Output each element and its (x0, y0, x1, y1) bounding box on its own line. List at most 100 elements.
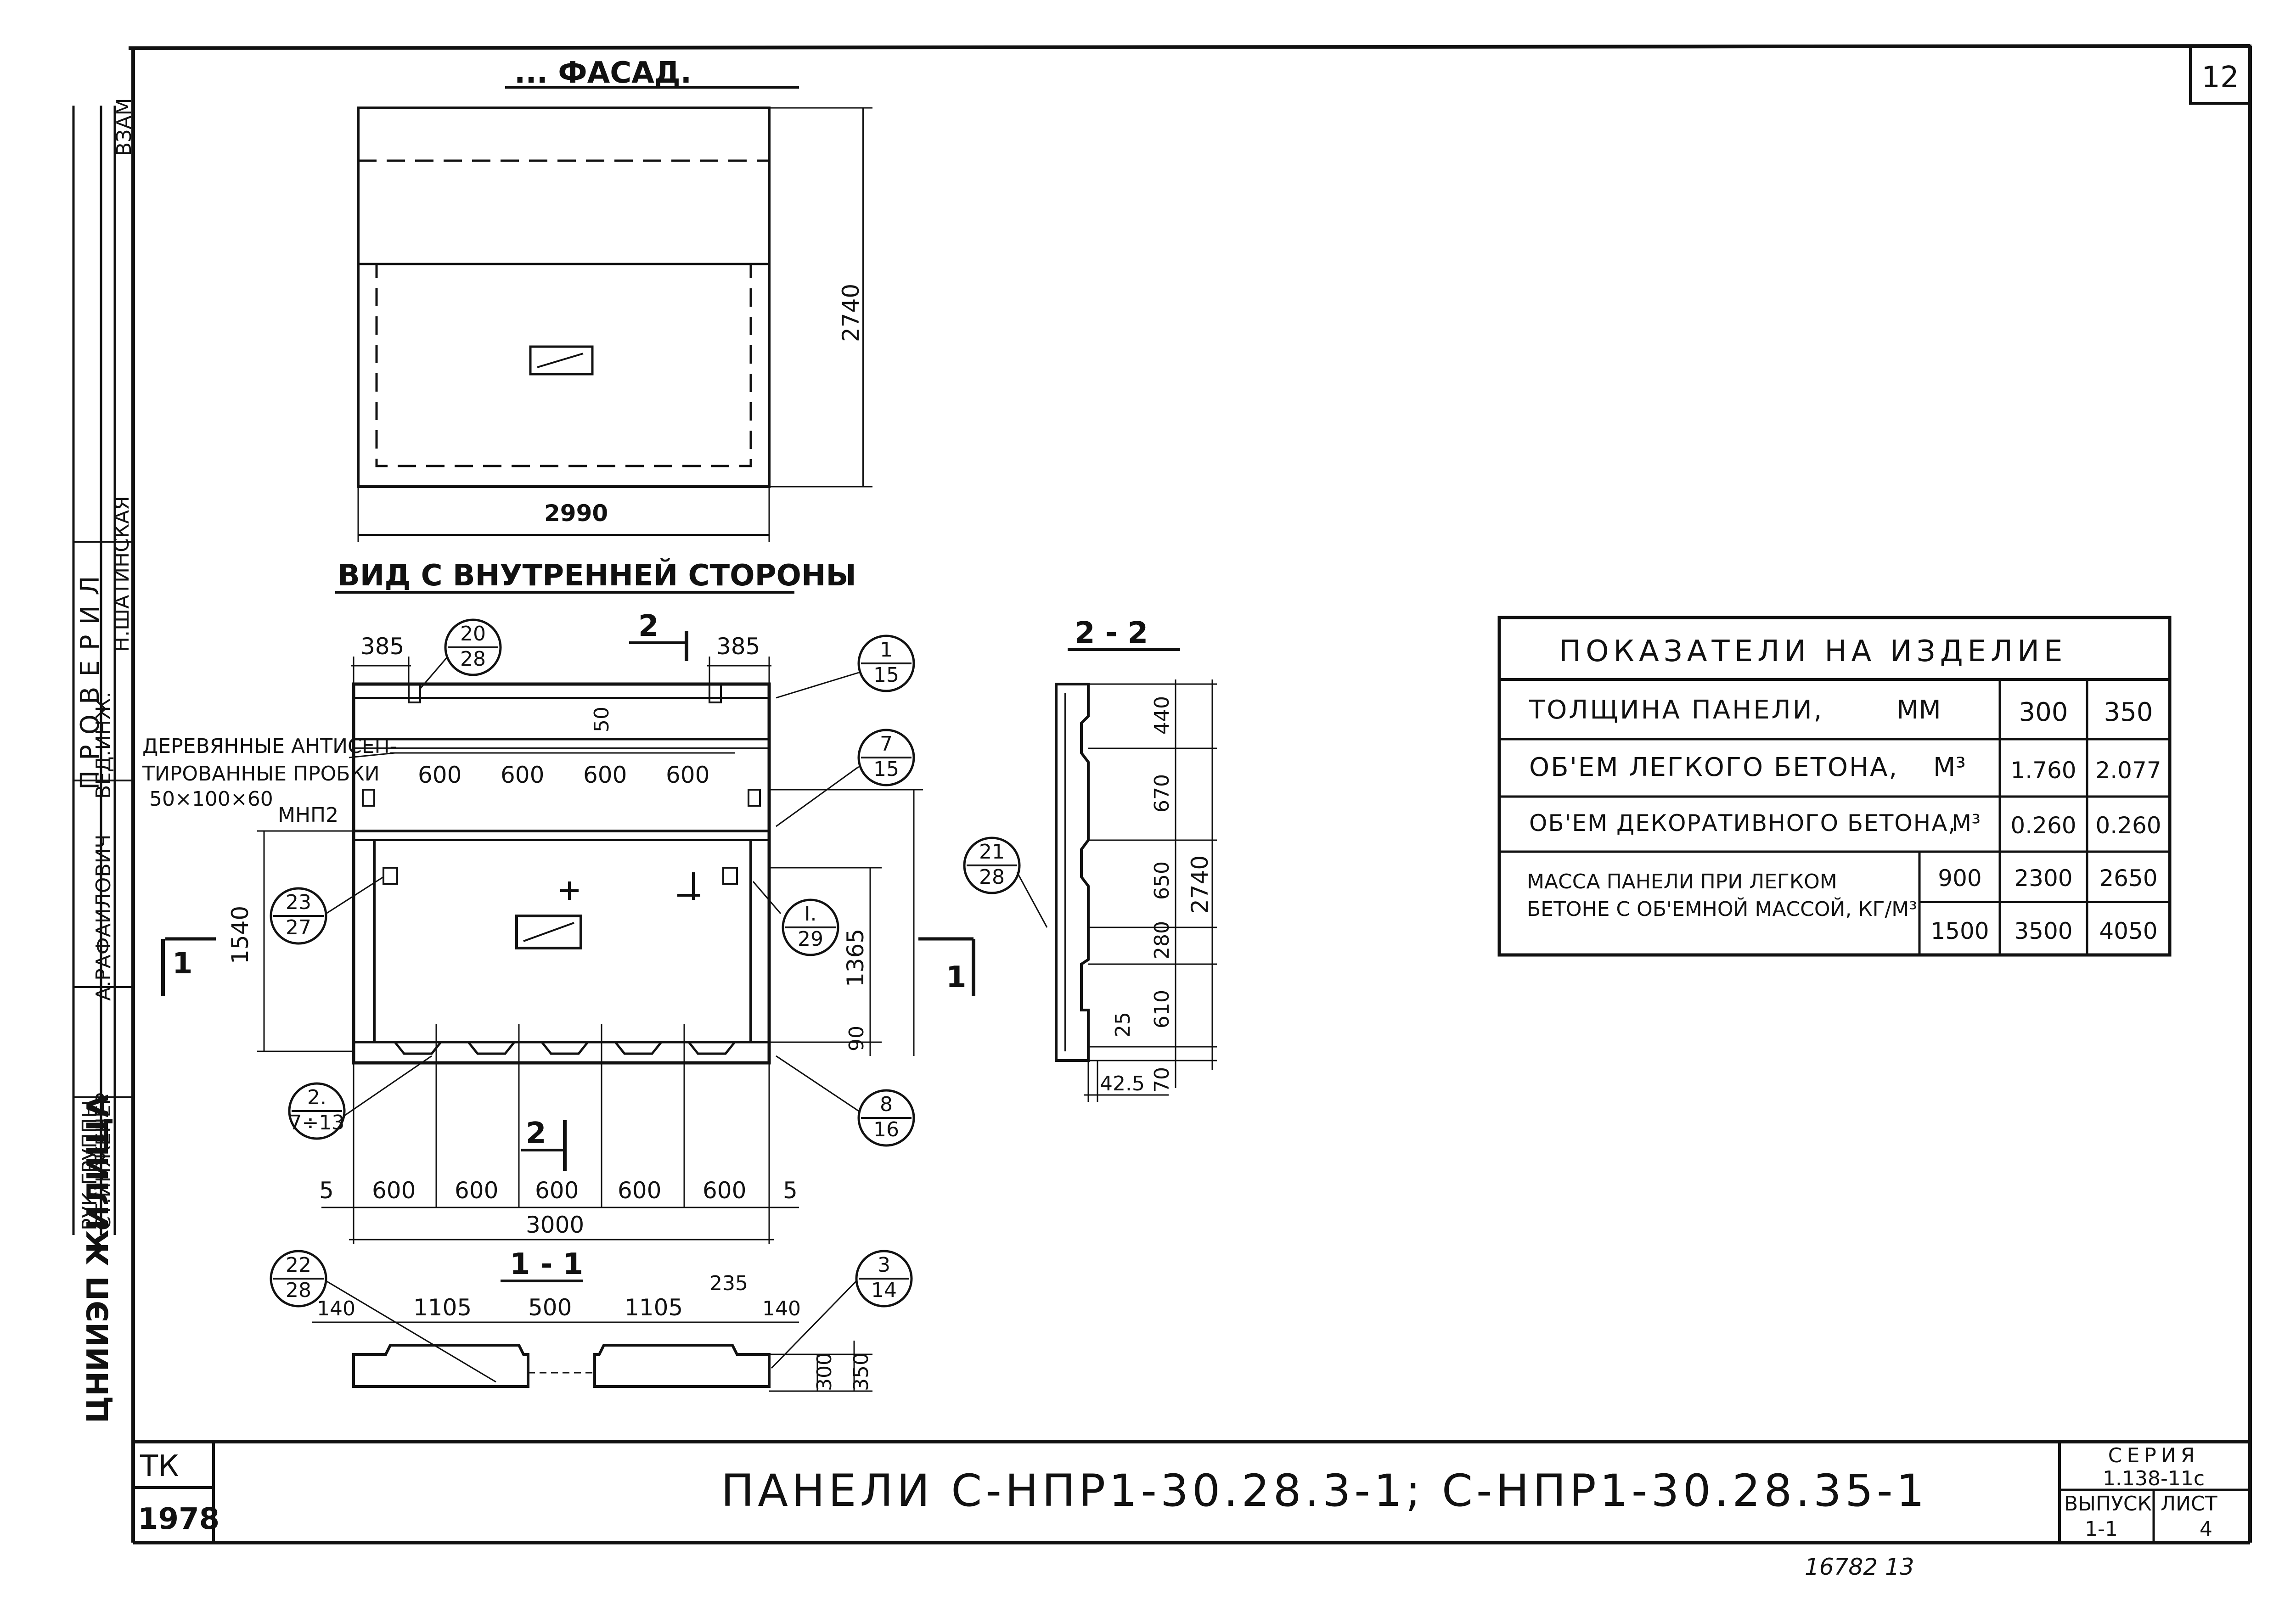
height-1540: 1540 (227, 906, 253, 964)
dim-50: 50 (590, 707, 613, 732)
callout-7-15: 7 15 (776, 729, 915, 827)
mass-density-1500: 1500 (1930, 918, 1989, 944)
facade-height-dim: 2740 (838, 284, 864, 342)
sec11-dim-1105-left: 1105 (413, 1294, 472, 1321)
row1-unit: ММ (1896, 695, 1941, 725)
height-1365: 1365 (842, 929, 869, 987)
callout-21-28: 21 28 (963, 836, 1048, 928)
sec22-total-2740: 2740 (1187, 855, 1213, 914)
svg-text:2.: 2. (307, 1086, 326, 1109)
row3-unit: М³ (1952, 810, 1981, 836)
callout-20-28: 20 28 (419, 618, 502, 689)
callout-23-27: 23 27 (270, 876, 384, 945)
row1-label: ТОЛЩИНА ПАНЕЛИ, (1529, 695, 1823, 725)
footer-note: 16782 13 (1805, 1554, 1914, 1580)
sec11-dim-1105-right: 1105 (625, 1294, 683, 1321)
plug-pitch-3: 600 (583, 762, 627, 788)
sec22-bottom-425: 42.5 (1100, 1072, 1145, 1095)
stamp-tk: ТК (140, 1449, 179, 1483)
bottom-dim-5: 600 (703, 1177, 746, 1204)
sec11-dim-500: 500 (528, 1294, 572, 1321)
sheet-frame (128, 44, 2252, 1544)
sec22-dim-440: 440 (1150, 696, 1174, 735)
side-stamp-block: ЦНИИЭП ЖИЛИЩА ПРОВЕРИЛ РУК.ГРУППЫ СТ.ИНЖ… (72, 98, 136, 1423)
sec22-dim-670: 670 (1150, 774, 1174, 813)
mass-1500-v1: 3500 (2014, 918, 2072, 944)
svg-text:I.: I. (805, 902, 817, 926)
facade-title: ... ФАСАД. (514, 56, 692, 90)
stamp-sheet-value: 4 (2200, 1517, 2212, 1541)
svg-text:15: 15 (873, 663, 899, 687)
plug-pitch-4: 600 (666, 762, 709, 788)
side-name-2: Н.ШАТИНСКАЯ (110, 496, 134, 652)
svg-text:29: 29 (798, 927, 823, 951)
facade-view: ... ФАСАД. 2740 2990 (357, 56, 872, 542)
stamp-sheet-label: ЛИСТ (2161, 1492, 2217, 1516)
sec22-dim-280: 280 (1150, 921, 1174, 960)
section-mark-1-left: 1 (172, 947, 193, 981)
stamp-series-value: 1.138-11с (2103, 1467, 2205, 1490)
section-mark-1-right: 1 (946, 960, 967, 994)
svg-text:7÷13: 7÷13 (289, 1111, 345, 1134)
svg-text:21: 21 (979, 840, 1005, 864)
height-90: 90 (845, 1026, 868, 1051)
section-1-1-title: 1 - 1 (510, 1247, 583, 1281)
table-title: ПОКАЗАТЕЛИ НА ИЗДЕЛИЕ (1559, 634, 2067, 668)
section-2-2: 2 - 2 440 670 650 280 610 25 70 2740 42.… (1055, 616, 1217, 1102)
svg-text:8: 8 (880, 1093, 893, 1116)
svg-text:16: 16 (873, 1118, 899, 1141)
svg-text:28: 28 (979, 865, 1005, 889)
callout-22-28: 22 28 (270, 1250, 496, 1383)
row1-v1: 300 (2019, 697, 2068, 727)
mass-density-900: 900 (1938, 865, 1981, 892)
callout-1-15: 1 15 (776, 634, 915, 699)
callout-3-14: 3 14 (771, 1250, 913, 1369)
bottom-dim-2: 600 (455, 1177, 498, 1204)
row3-v1: 0.260 (2010, 812, 2076, 839)
side-name-1: А.РАФАИЛОВИЧ (92, 834, 115, 1001)
mass-900-v2: 2650 (2099, 865, 2157, 892)
inner-view: ВИД С ВНУТРЕННЕЙ СТОРОНЫ 385 385 (142, 558, 975, 1244)
svg-text:14: 14 (871, 1279, 897, 1302)
section-2-2-title: 2 - 2 (1075, 616, 1148, 650)
svg-text:28: 28 (460, 647, 486, 671)
section-mark-2-bottom: 2 (526, 1117, 546, 1151)
row2-v1: 1.760 (2010, 757, 2076, 784)
indicators-table: ПОКАЗАТЕЛИ НА ИЗДЕЛИЕ ТОЛЩИНА ПАНЕЛИ, ММ… (1497, 616, 2172, 957)
callout-8-16: 8 16 (776, 1055, 915, 1147)
row3-v2: 0.260 (2095, 812, 2161, 839)
mass-label-line2: БЕТОНЕ С ОБ'ЕМНОЙ МАССОЙ, КГ/М³ (1527, 897, 1917, 921)
svg-text:15: 15 (873, 758, 899, 781)
svg-text:1: 1 (880, 638, 893, 662)
stamp-title: ПАНЕЛИ С-НПР1-30.28.3-1; С-НПР1-30.28.35… (721, 1465, 1928, 1516)
facade-width-dim: 2990 (544, 500, 608, 527)
bottom-dim-5-left: 5 (319, 1177, 334, 1204)
sec22-dim-70: 70 (1150, 1067, 1174, 1093)
sec11-dim-140-right: 140 (762, 1297, 801, 1320)
svg-text:7: 7 (880, 732, 893, 756)
row3-label: ОБ'ЕМ ДЕКОРАТИВНОГО БЕТОНА, (1529, 810, 1956, 836)
plug-pitch-2: 600 (501, 762, 544, 788)
side-role-2: СТ.ИНЖЕНЕР (92, 1093, 115, 1230)
sec22-dim-610: 610 (1150, 990, 1174, 1028)
sheet-number: 12 (2201, 61, 2239, 95)
side-role-3: ВЕД.ИНЖ. (92, 691, 115, 799)
total-width-dim: 3000 (526, 1212, 584, 1238)
svg-text:20: 20 (460, 622, 486, 646)
bottom-dim-3: 600 (535, 1177, 579, 1204)
section-mark-2-top: 2 (638, 609, 659, 643)
svg-text:27: 27 (286, 916, 311, 939)
side-org-name: ЦНИИЭП ЖИЛИЩА (81, 1095, 115, 1423)
sheet-number-box: 12 (2189, 45, 2251, 105)
sec22-dim-25: 25 (1111, 1012, 1135, 1038)
sec11-dim-140-left: 140 (317, 1297, 355, 1320)
row2-label: ОБ'ЕМ ЛЕГКОГО БЕТОНА, (1529, 752, 1898, 782)
plug-note-line1: ДЕРЕВЯННЫЕ АНТИСЕП- (142, 735, 397, 758)
plug-note-line3: 50×100×60 (149, 787, 273, 811)
sec22-dim-650: 650 (1150, 861, 1174, 900)
stamp-issue-value: 1-1 (2085, 1517, 2118, 1541)
bottom-dim-4: 600 (618, 1177, 661, 1204)
stamp-year: 1978 (138, 1502, 219, 1536)
sec11-thickness-300: 300 (813, 1353, 836, 1391)
